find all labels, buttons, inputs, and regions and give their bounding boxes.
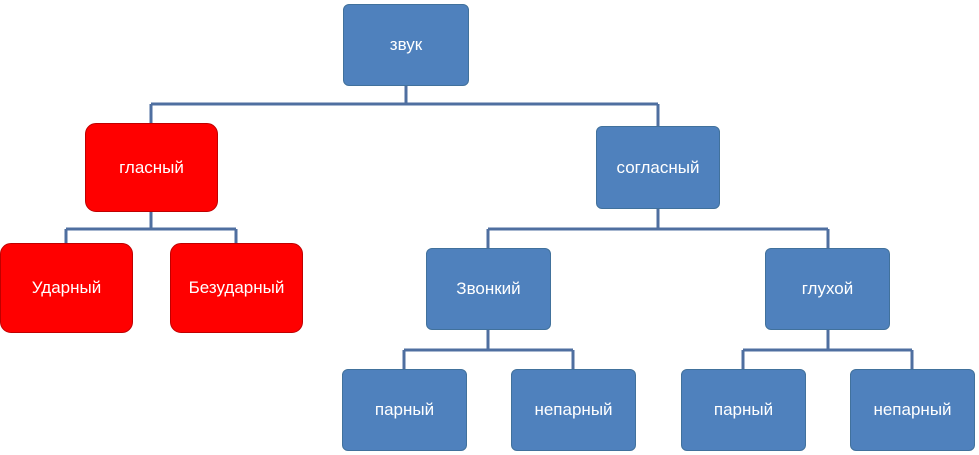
node-stressed[interactable]: Ударный — [0, 243, 133, 333]
node-voiced-paired-label: парный — [374, 400, 435, 419]
node-voiced-paired[interactable]: парный — [342, 369, 467, 451]
connector-voiced — [402, 330, 575, 369]
node-vowel-label: гласный — [119, 157, 184, 177]
node-voiceless[interactable]: глухой — [765, 248, 890, 330]
connector-voiceless — [741, 330, 914, 369]
node-stressed-label: Ударный — [31, 278, 102, 297]
node-consonant[interactable]: согласный — [596, 126, 720, 209]
node-voiced[interactable]: Звонкий — [426, 248, 551, 330]
node-voiceless-unpaired[interactable]: непарный — [850, 369, 975, 451]
node-voiceless-paired-label: парный — [713, 400, 774, 419]
node-vowel[interactable]: гласный — [85, 123, 218, 212]
node-voiceless-paired[interactable]: парный — [681, 369, 806, 451]
node-sound-label: звук — [389, 35, 423, 54]
connector-vowel — [64, 212, 238, 243]
node-voiced-unpaired-label: непарный — [534, 400, 613, 419]
node-unstressed-label: Безударный — [188, 278, 285, 297]
connector-consonant — [486, 209, 830, 248]
node-sound[interactable]: звук — [343, 4, 469, 86]
node-consonant-label: согласный — [616, 157, 700, 177]
connector-root — [149, 86, 660, 126]
node-unstressed[interactable]: Безударный — [170, 243, 303, 333]
node-voiced-unpaired[interactable]: непарный — [511, 369, 636, 451]
node-voiceless-label: глухой — [801, 279, 854, 298]
node-voiced-label: Звонкий — [456, 279, 521, 298]
node-voiceless-unpaired-label: непарный — [873, 400, 952, 419]
